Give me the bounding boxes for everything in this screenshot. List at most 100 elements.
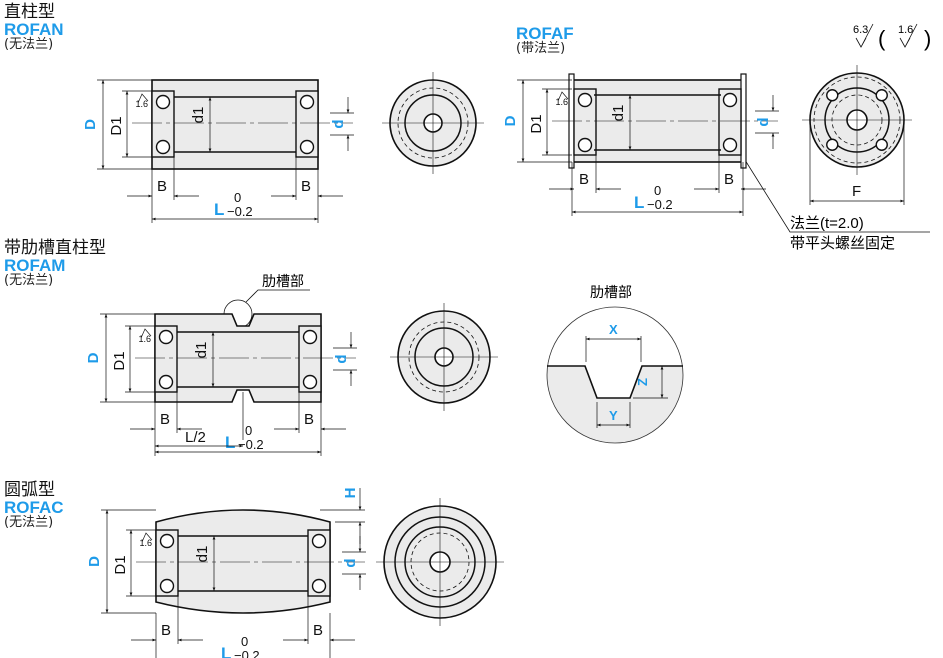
bearing-left [573,88,597,156]
roughness-symbol-icon [899,23,918,48]
flange-thickness-note: 法兰(t=2.0) [790,215,864,232]
roller-body [155,509,331,614]
roughness-symbol-icon [855,23,874,48]
mounting-hole-icon [875,138,888,151]
flange-fixing-note: 带平头螺丝固定 [790,235,895,252]
ball-icon [155,94,171,110]
groove-callout-label: 肋槽部 [262,273,304,289]
tolerance-upper: 0 [234,190,241,205]
groove-detail-view: 肋槽部 X Y Z [546,284,684,444]
ball-icon [299,139,315,155]
dim-L-half-label: L/2 [185,429,206,446]
dim-x-label: X [609,322,618,337]
dim-D-label: D [502,115,519,126]
mounting-hole-icon [826,138,839,151]
dim-B-label: B [724,171,734,188]
tolerance-upper: 0 [241,634,248,649]
tolerance-upper: 0 [654,183,661,198]
flange-note: (无法兰) [4,37,54,52]
roughness-label: 1.6 [135,99,148,109]
dim-D-label: D [86,556,103,567]
dim-B-label: B [160,411,170,428]
bearing-left [155,529,179,597]
ball-icon [159,578,175,594]
ball-icon [158,329,174,345]
dim-D-label: D [85,352,102,363]
roller-body [151,79,319,170]
ball-icon [311,533,327,549]
dim-B-label: B [301,178,311,195]
roughness-symbol-icon [141,532,153,543]
ball-icon [577,92,593,108]
dim-D-label: D [82,119,99,130]
type-name: 直柱型 [4,2,55,22]
bracket: ( [878,26,886,51]
detail-title: 肋槽部 [590,284,632,300]
tolerance-lower: −0.2 [227,204,253,219]
model-code: ROFAC [4,498,64,517]
dim-B-label: B [313,622,323,639]
dim-d1-label: d1 [194,546,211,563]
dim-D1-label: D1 [111,351,128,370]
flange-note: (无法兰) [4,515,54,530]
roughness-label: 1.6 [555,97,568,107]
flange-note: (带法兰) [516,41,566,56]
dim-d1-label: d1 [190,107,207,124]
dim-B-label: B [304,411,314,428]
end-view-rofan [382,72,484,174]
dim-z-label: Z [635,378,650,386]
ball-icon [722,92,738,108]
section-header-rofam: 带肋槽直柱型 ROFAM (无法兰) [4,238,106,288]
ball-icon [159,533,175,549]
type-name: 带肋槽直柱型 [4,238,106,258]
model-code: ROFAF [516,24,574,43]
dim-d-label: d [342,558,359,567]
dim-d-label: d [333,354,350,363]
dim-D1-label: D1 [108,116,125,135]
dim-B-label: B [161,622,171,639]
section-header-rofac: 圆弧型 ROFAC (无法兰) [4,480,64,530]
mounting-hole-icon [875,89,888,102]
ball-icon [158,374,174,390]
roughness-label: 1.6 [139,538,152,548]
dim-L-label: L [214,200,224,219]
bracket: ) [924,26,931,51]
dim-B-label: B [579,171,589,188]
ball-icon [722,137,738,153]
dim-d1-label: d1 [610,105,627,122]
type-name: 圆弧型 [4,480,55,500]
roughness-symbol-icon [140,328,152,339]
bearing-right [295,90,319,158]
end-view-rofaf: F [802,65,912,205]
dim-D1-label: D1 [528,114,545,133]
ball-icon [155,139,171,155]
tolerance-lower: −0.2 [238,437,264,452]
bearing-right [307,529,331,597]
roughness-label: 1.6 [138,334,151,344]
dim-D1-label: D1 [112,555,129,574]
bearing-left [151,90,175,158]
groove-callout: 肋槽部 [223,273,310,329]
tolerance-lower: −0.2 [234,648,260,658]
ball-icon [302,329,318,345]
dim-B-label: B [157,178,167,195]
ball-icon [302,374,318,390]
tolerance-lower: −0.2 [647,197,673,212]
end-view-rofam [390,303,498,411]
bearing-right [298,325,322,393]
flange-callout: 法兰(t=2.0) 带平头螺丝固定 [744,159,930,252]
dim-y-label: Y [609,408,618,423]
dim-d1-label: d1 [193,342,210,359]
model-code: ROFAM [4,256,66,275]
flange-note: (无法兰) [4,273,54,288]
ball-icon [577,137,593,153]
surface-roughness-legend: 6.3 ( 1.6 ) [853,23,931,51]
roughness-specific: 1.6 [898,24,913,36]
mounting-hole-icon [826,89,839,102]
bearing-left [154,325,178,393]
